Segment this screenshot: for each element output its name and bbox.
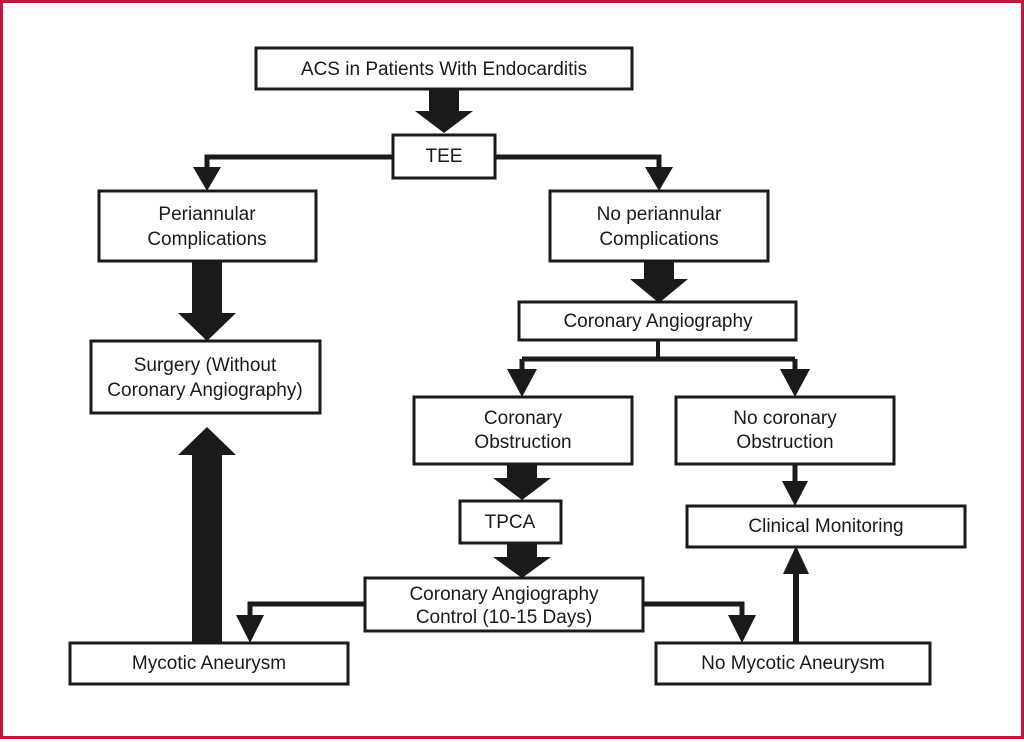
node-mycotic-aneurysm[interactable]: Mycotic Aneurysm	[68, 641, 350, 686]
edge-coronary-angiography-split	[507, 339, 810, 397]
node-no-periannular-label-line1: No periannular	[597, 204, 722, 225]
node-acs-label: ACS in Patients With Endocarditis	[301, 59, 587, 80]
edge-angiography-control-to-no-mycotic-aneurysm	[643, 601, 756, 643]
edge-mycotic-aneurysm-to-surgery	[178, 427, 236, 643]
edge-no-mycotic-aneurysm-to-clinical-monitoring	[783, 546, 809, 643]
node-no-periannular[interactable]: No periannular Complications	[548, 189, 770, 263]
node-tee[interactable]: TEE	[391, 133, 497, 180]
edge-tpca-to-angiography-control	[493, 543, 551, 578]
node-no-coronary-obstruction[interactable]: No coronary Obstruction	[674, 395, 896, 466]
node-periannular[interactable]: Periannular Complications	[97, 189, 318, 263]
node-no-mycotic-aneurysm[interactable]: No Mycotic Aneurysm	[654, 641, 932, 686]
node-clinical-monitoring[interactable]: Clinical Monitoring	[685, 504, 967, 549]
node-no-periannular-label-line2: Complications	[599, 229, 718, 250]
node-angiography-control-label-line1: Coronary Angiography	[409, 584, 599, 605]
node-mycotic-aneurysm-label: Mycotic Aneurysm	[132, 653, 286, 674]
edge-no-coronary-obstruction-to-clinical-monitoring	[782, 464, 808, 506]
edge-coronary-obstruction-to-tpca	[493, 464, 551, 500]
node-periannular-label-line1: Periannular	[158, 204, 256, 225]
edge-periannular-to-surgery	[178, 261, 236, 341]
edge-no-periannular-to-coronary-angiography	[630, 261, 688, 303]
node-surgery-label-line2: Coronary Angiography)	[107, 380, 302, 401]
node-coronary-angiography[interactable]: Coronary Angiography	[517, 300, 798, 342]
node-coronary-angiography-label: Coronary Angiography	[563, 311, 753, 332]
node-angiography-control-label-line2: Control (10-15 Days)	[416, 607, 592, 628]
node-coronary-obstruction-label-line1: Coronary	[484, 408, 563, 429]
node-clinical-monitoring-label: Clinical Monitoring	[748, 516, 903, 537]
node-coronary-obstruction-label-line2: Obstruction	[474, 432, 571, 453]
node-surgery[interactable]: Surgery (Without Coronary Angiography)	[89, 339, 322, 415]
node-tpca-label: TPCA	[485, 512, 536, 533]
flowchart-diagram: ACS in Patients With Endocarditis TEE Pe…	[68, 46, 967, 686]
node-surgery-label-line1: Surgery (Without	[134, 355, 277, 376]
node-coronary-obstruction[interactable]: Coronary Obstruction	[412, 395, 634, 466]
edge-angiography-control-to-mycotic-aneurysm	[236, 601, 365, 643]
node-tpca[interactable]: TPCA	[458, 499, 563, 545]
node-periannular-label-line2: Complications	[147, 229, 266, 250]
node-no-coronary-obstruction-label-line2: Obstruction	[736, 432, 833, 453]
node-acs[interactable]: ACS in Patients With Endocarditis	[254, 46, 634, 91]
edge-tee-to-periannular	[193, 154, 393, 191]
node-angiography-control[interactable]: Coronary Angiography Control (10-15 Days…	[363, 576, 645, 633]
edge-acs-to-tee	[415, 89, 473, 133]
node-no-mycotic-aneurysm-label: No Mycotic Aneurysm	[701, 653, 885, 674]
edge-tee-to-no-periannular	[495, 154, 673, 191]
node-tee-label: TEE	[426, 146, 463, 167]
node-no-coronary-obstruction-label-line1: No coronary	[733, 408, 837, 429]
